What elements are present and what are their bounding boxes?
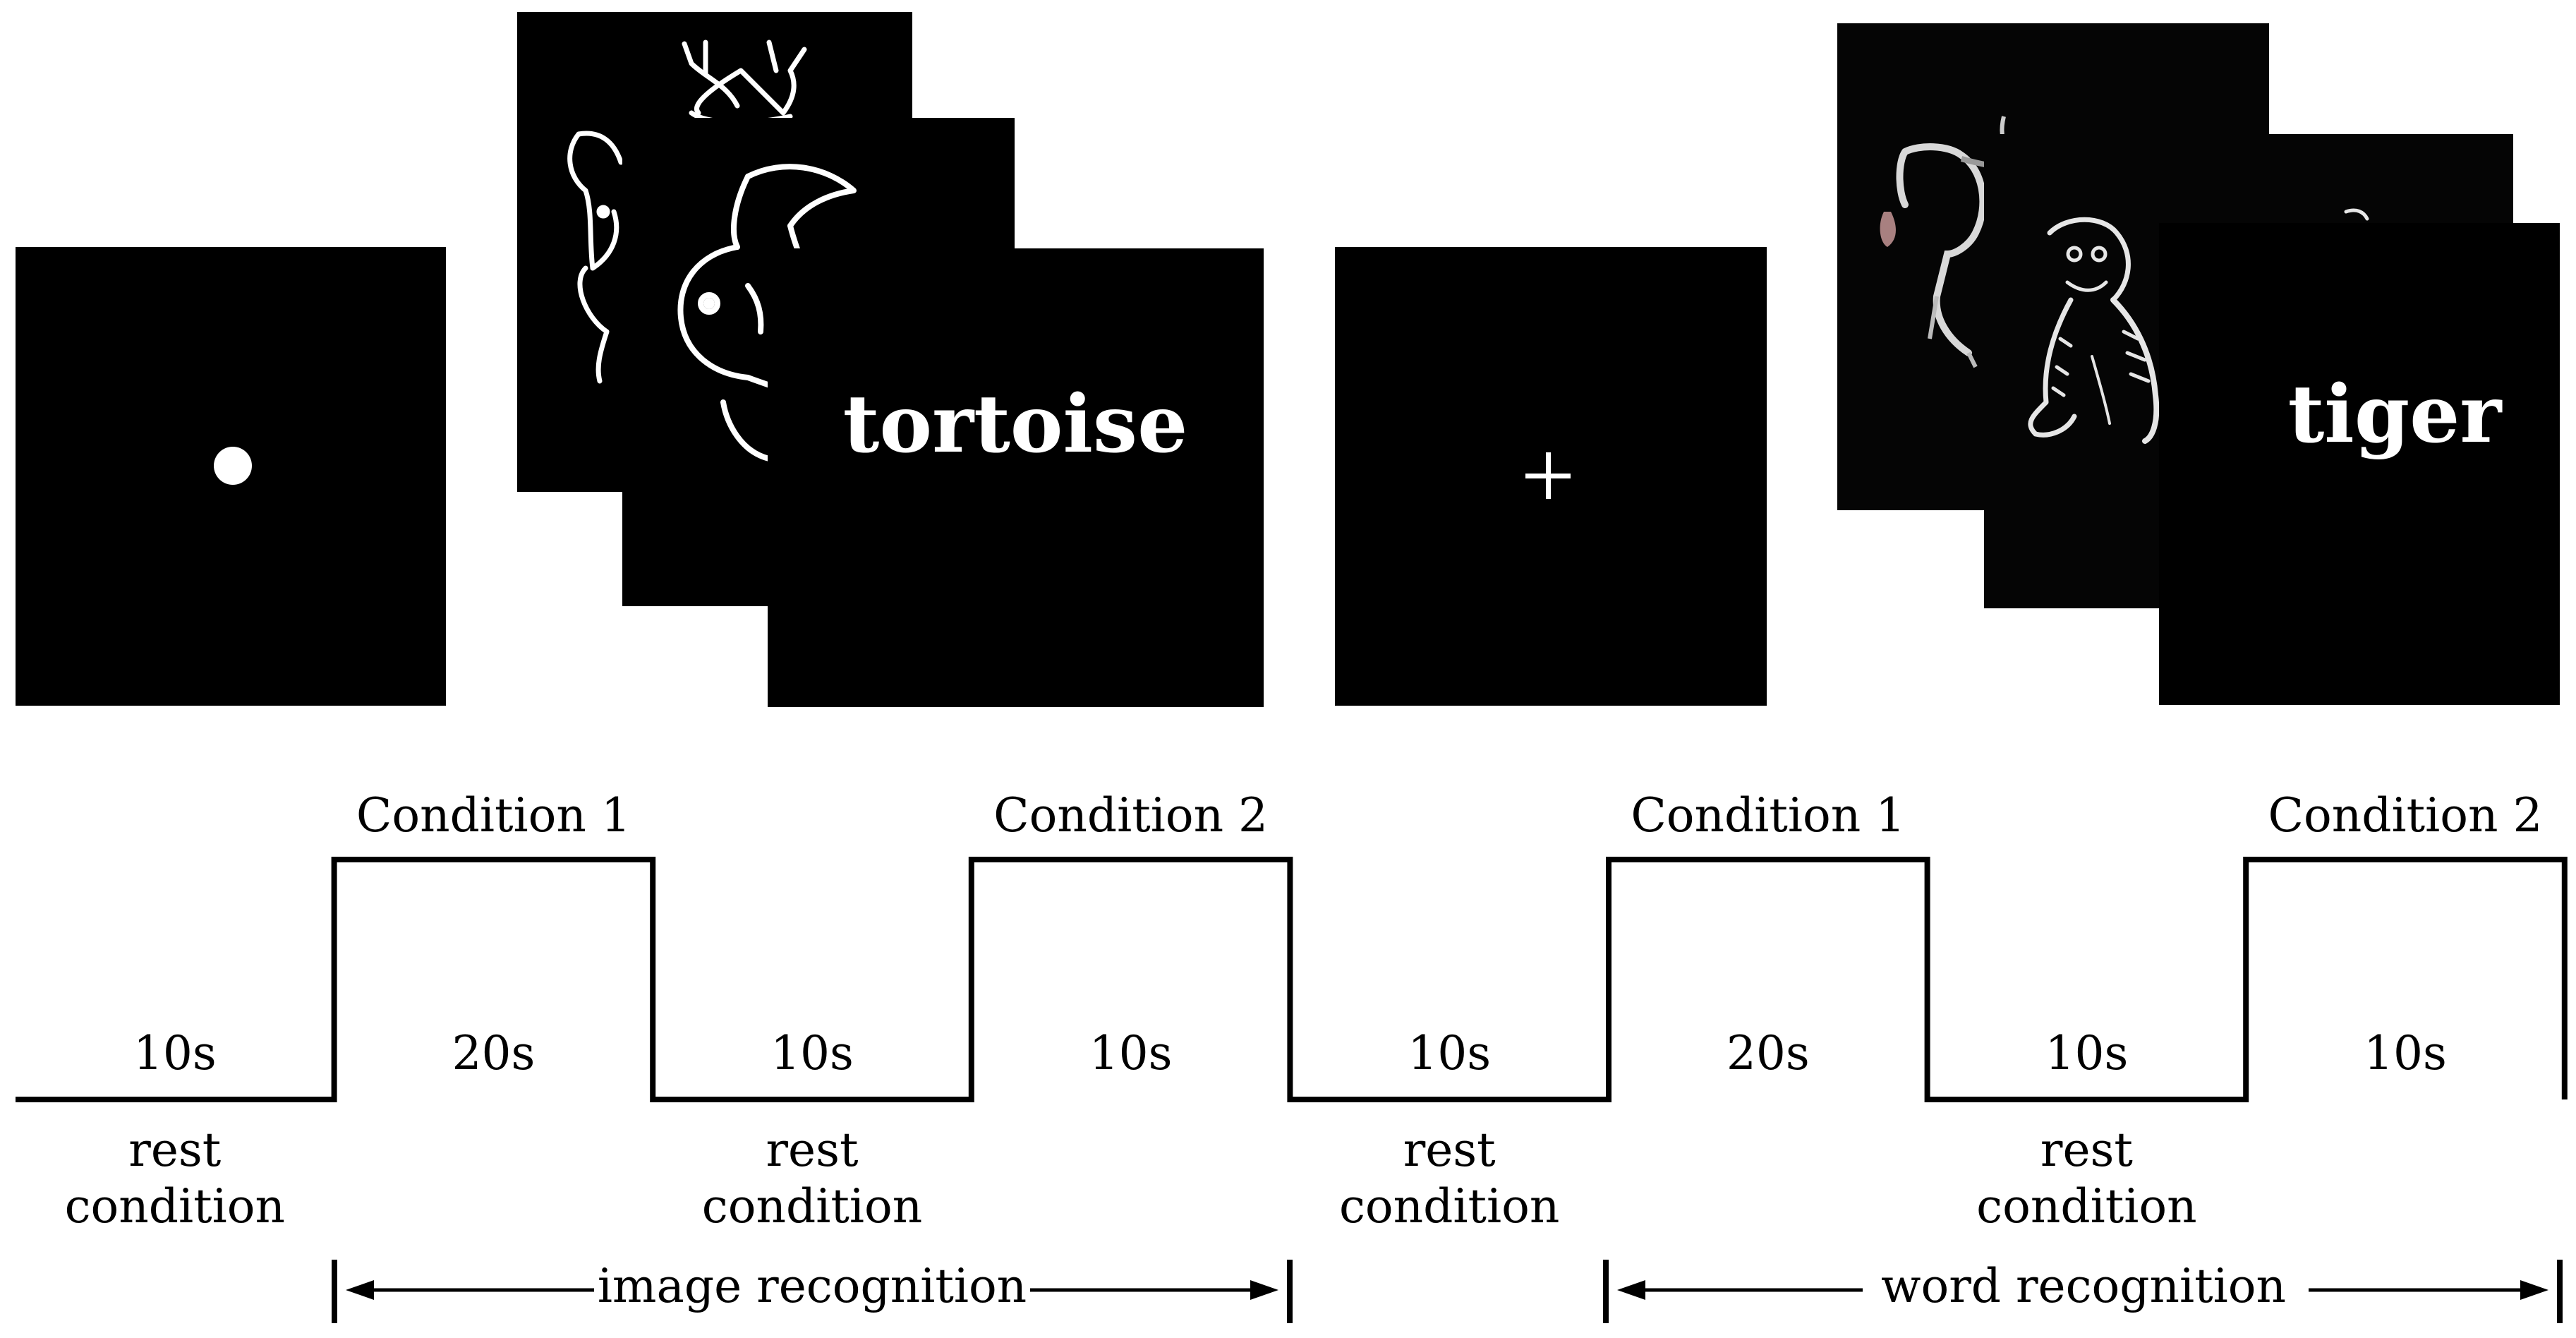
word-stimulus-1: tortoise <box>843 378 1188 471</box>
rest-condition-label: rest <box>1403 1123 1496 1177</box>
segment-duration: 10s <box>2045 1026 2128 1080</box>
word-panel-2: tiger <box>2159 223 2560 705</box>
tiger-photo-icon <box>2028 208 2369 444</box>
span-word-recognition: word recognition <box>1603 1259 2563 1323</box>
condition-label: Condition 2 <box>2268 788 2543 843</box>
rest-condition-label: condition <box>1976 1179 2196 1234</box>
span-image-recognition: image recognition <box>332 1259 1293 1323</box>
condition-label: Condition 1 <box>356 788 631 843</box>
rest-panel-2 <box>1335 247 1767 706</box>
rest-condition-label: rest <box>2040 1123 2133 1177</box>
segment-duration: 10s <box>770 1026 854 1080</box>
rest-panel-1 <box>16 247 446 706</box>
arrowhead-right <box>1250 1280 1278 1300</box>
span-label-image-recognition: image recognition <box>598 1259 1027 1313</box>
rest-condition-label: condition <box>1339 1179 1559 1234</box>
block-design-waveform <box>16 857 2568 1102</box>
segment-duration: 10s <box>1089 1026 1173 1080</box>
condition-label: Condition 2 <box>993 788 1268 843</box>
condition-label: Condition 1 <box>1631 788 1905 843</box>
segment-duration: 10s <box>1408 1026 1491 1080</box>
fixation-dot-icon <box>214 447 252 485</box>
rest-condition-label: condition <box>702 1179 922 1234</box>
image-stack-1: tortoise <box>517 12 1264 707</box>
segment-duration: 10s <box>133 1026 217 1080</box>
segment-duration: 20s <box>452 1026 535 1080</box>
rest-condition-label: rest <box>128 1123 221 1177</box>
span-label-word-recognition: word recognition <box>1881 1259 2286 1313</box>
deer-drawing-icon <box>567 40 807 384</box>
segment-duration: 10s <box>2364 1026 2447 1080</box>
word-stimulus-2: tiger <box>2288 368 2503 461</box>
fixation-cross-icon <box>1525 452 1571 499</box>
arrowhead-left <box>346 1280 374 1300</box>
image-stack-2: tiger <box>1837 23 2560 705</box>
word-panel-1: tortoise <box>768 248 1264 707</box>
arrowhead-left <box>1617 1280 1645 1300</box>
rest-condition-label: rest <box>766 1123 858 1177</box>
segment-duration: 20s <box>1727 1026 1810 1080</box>
arrowhead-right <box>2520 1280 2548 1300</box>
rest-condition-label: condition <box>65 1179 285 1234</box>
